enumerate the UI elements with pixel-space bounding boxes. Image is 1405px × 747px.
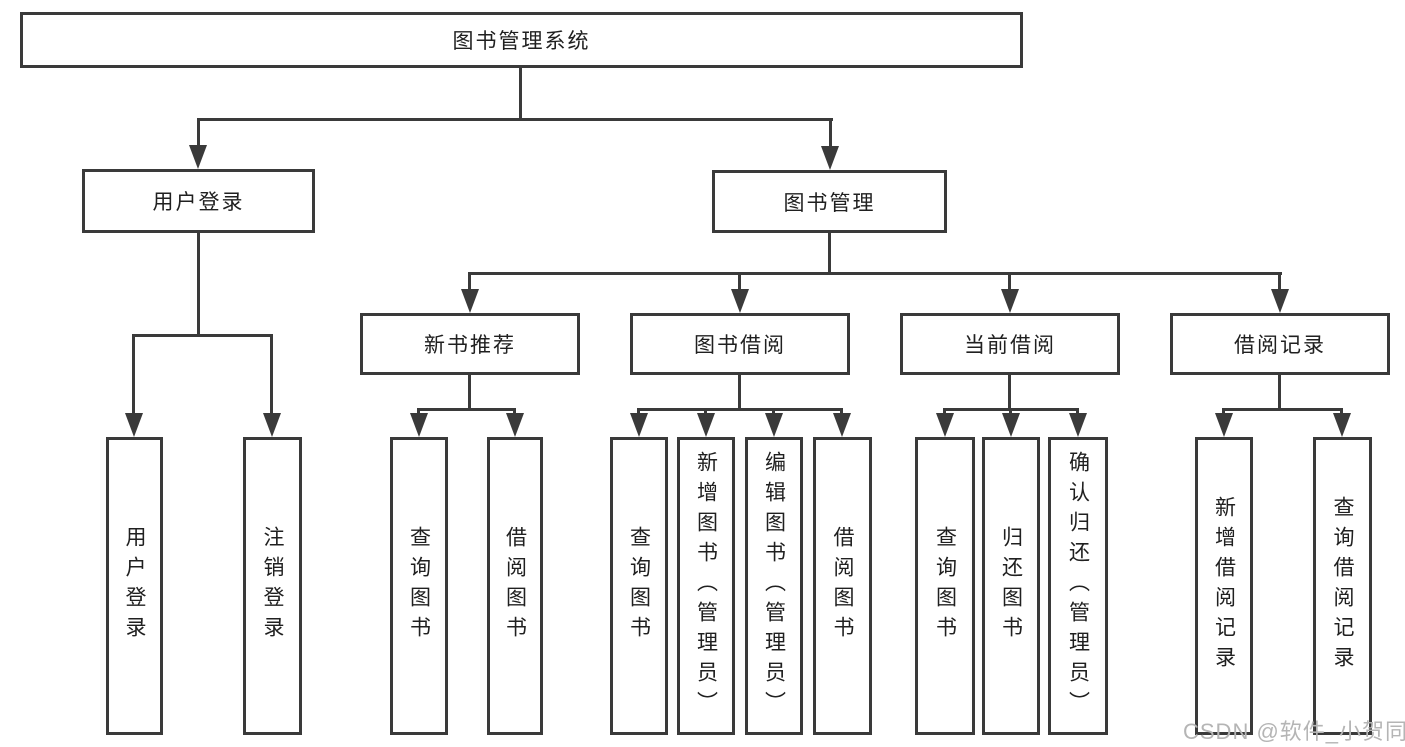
leaf-query-books-1: 查询图书 xyxy=(390,437,448,735)
connector-line xyxy=(468,272,471,291)
arrow-down-icon xyxy=(125,413,143,437)
connector-line xyxy=(1009,408,1012,416)
leaf-user-login-label: 用户登录 xyxy=(123,526,146,646)
node-user-login: 用户登录 xyxy=(82,169,315,233)
connector-line xyxy=(738,375,741,411)
leaf-edit-book-admin: 编辑图书（管理员） xyxy=(745,437,803,735)
connector-line xyxy=(197,118,200,148)
connector-line xyxy=(1278,272,1281,291)
connector-line xyxy=(197,233,200,337)
arrow-down-icon xyxy=(1215,413,1233,437)
node-root: 图书管理系统 xyxy=(20,12,1023,68)
arrow-down-icon xyxy=(731,289,749,313)
leaf-add-book-admin: 新增图书（管理员） xyxy=(677,437,735,735)
watermark: CSDN @软件_小贺同学 xyxy=(1183,719,1405,744)
arrow-down-icon xyxy=(410,413,428,437)
arrow-down-icon xyxy=(821,146,839,170)
connector-line xyxy=(197,118,833,121)
leaf-logout: 注销登录 xyxy=(243,437,302,735)
leaf-query-books-1-label: 查询图书 xyxy=(407,526,431,646)
node-current-borrow: 当前借阅 xyxy=(900,313,1120,375)
leaf-add-book-admin-label: 新增图书（管理员） xyxy=(694,451,718,721)
connector-line xyxy=(637,408,640,416)
arrow-down-icon xyxy=(263,413,281,437)
leaf-borrow-books-1-label: 借阅图书 xyxy=(503,526,527,646)
connector-line xyxy=(1340,408,1343,416)
leaf-query-borrow-record: 查询借阅记录 xyxy=(1313,437,1372,735)
node-current-borrow-label: 当前借阅 xyxy=(964,334,1056,357)
connector-line xyxy=(519,68,522,118)
connector-line xyxy=(829,118,832,149)
connector-line xyxy=(738,272,741,291)
connector-line xyxy=(772,408,775,416)
node-book-borrow: 图书借阅 xyxy=(630,313,850,375)
leaf-query-books-3: 查询图书 xyxy=(915,437,975,735)
connector-line xyxy=(828,233,831,275)
connector-line xyxy=(637,408,843,411)
node-new-book-recommend-label: 新书推荐 xyxy=(424,334,516,357)
connector-line xyxy=(417,408,420,416)
connector-line xyxy=(1008,272,1011,291)
arrow-down-icon xyxy=(189,145,207,169)
node-user-login-label: 用户登录 xyxy=(152,191,245,214)
leaf-return-book: 归还图书 xyxy=(982,437,1040,735)
leaf-borrow-books-1: 借阅图书 xyxy=(487,437,543,735)
arrow-down-icon xyxy=(697,413,715,437)
connector-line xyxy=(943,408,946,416)
connector-line xyxy=(417,408,516,411)
leaf-confirm-return-admin: 确认归还（管理员） xyxy=(1048,437,1108,735)
leaf-query-books-2: 查询图书 xyxy=(610,437,668,735)
connector-line xyxy=(1222,408,1225,416)
connector-line xyxy=(840,408,843,416)
connector-line xyxy=(513,408,516,416)
arrow-down-icon xyxy=(1333,413,1351,437)
leaf-query-books-3-label: 查询图书 xyxy=(933,526,957,646)
leaf-query-books-2-label: 查询图书 xyxy=(627,526,651,646)
connector-line xyxy=(704,408,707,416)
connector-line xyxy=(468,375,471,411)
node-book-management: 图书管理 xyxy=(712,170,947,233)
arrow-down-icon xyxy=(1271,289,1289,313)
node-book-borrow-label: 图书借阅 xyxy=(694,334,786,357)
arrow-down-icon xyxy=(1069,413,1087,437)
arrow-down-icon xyxy=(1001,289,1019,313)
arrow-down-icon xyxy=(1002,413,1020,437)
leaf-user-login: 用户登录 xyxy=(106,437,163,735)
arrow-down-icon xyxy=(461,289,479,313)
leaf-logout-label: 注销登录 xyxy=(261,526,284,646)
connector-line xyxy=(1008,375,1011,411)
arrow-down-icon xyxy=(765,413,783,437)
connector-line xyxy=(468,272,1282,275)
node-root-label: 图书管理系统 xyxy=(452,30,591,53)
arrow-down-icon xyxy=(833,413,851,437)
node-book-management-label: 图书管理 xyxy=(783,191,876,215)
leaf-return-book-label: 归还图书 xyxy=(999,526,1023,646)
node-new-book-recommend: 新书推荐 xyxy=(360,313,580,375)
connector-line xyxy=(132,334,135,415)
connector-line xyxy=(270,334,273,415)
leaf-borrow-books-2: 借阅图书 xyxy=(813,437,872,735)
leaf-add-borrow-record: 新增借阅记录 xyxy=(1195,437,1253,735)
arrow-down-icon xyxy=(936,413,954,437)
connector-line xyxy=(1222,408,1343,411)
leaf-borrow-books-2-label: 借阅图书 xyxy=(831,526,854,646)
node-borrow-records-label: 借阅记录 xyxy=(1234,334,1326,357)
arrow-down-icon xyxy=(506,413,524,437)
connector-line xyxy=(1076,408,1079,416)
arrow-down-icon xyxy=(630,413,648,437)
leaf-edit-book-admin-label: 编辑图书（管理员） xyxy=(762,451,786,721)
node-borrow-records: 借阅记录 xyxy=(1170,313,1390,375)
leaf-confirm-return-admin-label: 确认归还（管理员） xyxy=(1066,451,1090,721)
leaf-add-borrow-record-label: 新增借阅记录 xyxy=(1212,496,1236,676)
connector-line xyxy=(132,334,273,337)
connector-line xyxy=(1278,375,1281,411)
leaf-query-borrow-record-label: 查询借阅记录 xyxy=(1331,496,1354,676)
